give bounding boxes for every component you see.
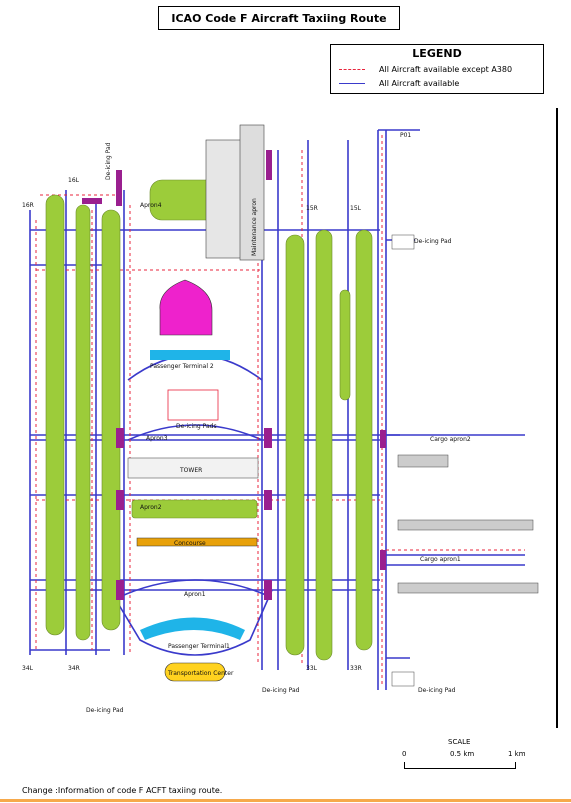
legend-label-a380: All Aircraft available except A380 — [379, 65, 513, 74]
runway-16l-34r — [75, 204, 91, 641]
label-34r: 34R — [68, 665, 80, 672]
scale-bar: SCALE 0 0.5 km 1 km — [396, 738, 526, 772]
label-deicing-central: De-icing Pads — [176, 423, 217, 430]
label-33l: 33L — [306, 665, 318, 672]
label-cargo2: Cargo apron2 — [430, 436, 471, 443]
legend-label-all: All Aircraft available — [379, 79, 460, 88]
label-deicing-s: De-icing Pad — [262, 687, 300, 694]
label-33r: 33R — [350, 665, 362, 672]
tower-building — [127, 457, 259, 479]
label-cargo1: Cargo apron1 — [420, 556, 461, 563]
runway-strips — [45, 179, 373, 661]
scale-05: 0.5 km — [450, 750, 475, 758]
map-labels: 16R 16L 15R 15L 34L 34R 33L 33R Apron4 A… — [22, 132, 471, 714]
footer-note: Change :Information of code F ACFT taxii… — [22, 786, 223, 795]
label-deicing-ne: De-icing Pad — [414, 238, 452, 245]
label-maintenance: Maintenance apron — [251, 198, 258, 256]
runway-15l-33r — [355, 229, 373, 651]
runway-16r-34l — [45, 194, 65, 636]
buildings — [127, 124, 539, 687]
holding-points — [82, 150, 386, 600]
label-15r: 15R — [306, 205, 318, 212]
label-apron3: Apron3 — [146, 435, 168, 442]
label-tower: TOWER — [179, 467, 202, 474]
label-15l: 15L — [350, 205, 362, 212]
label-16l: 16L — [68, 177, 80, 184]
label-p01: P01 — [400, 132, 411, 139]
runway-15r-33l — [315, 229, 333, 661]
scale-0: 0 — [402, 750, 407, 758]
label-deicing-sw: De-icing Pad — [86, 707, 124, 714]
label-apron1: Apron1 — [184, 591, 206, 598]
scale-1: 1 km — [508, 750, 526, 758]
label-terminal1: Passenger Terminal1 — [168, 643, 230, 650]
label-deicing-se: De-icing Pad — [418, 687, 456, 694]
concourse-building — [136, 537, 258, 547]
map-title: ICAO Code F Aircraft Taxiing Route — [158, 6, 400, 30]
frame-line — [556, 108, 558, 728]
legend: LEGEND All Aircraft available except A38… — [330, 44, 544, 94]
label-concourse: Concourse — [174, 540, 206, 547]
label-apron4: Apron4 — [140, 202, 162, 209]
terminal1-pier — [140, 617, 245, 640]
label-terminal2: Passenger Terminal 2 — [150, 363, 214, 370]
dashed-red-line-icon — [339, 69, 365, 70]
legend-title: LEGEND — [412, 47, 462, 60]
scale-line — [404, 762, 516, 769]
terminal2-pier — [150, 350, 230, 360]
legend-item-all: All Aircraft available — [339, 79, 459, 88]
terminal2-building — [159, 279, 213, 336]
label-transport: Transportation Center — [167, 670, 234, 677]
footer-line — [0, 799, 571, 802]
label-16r: 16R — [22, 202, 34, 209]
label-apron2: Apron2 — [140, 504, 162, 511]
solid-blue-line-icon — [339, 83, 365, 84]
scale-title: SCALE — [448, 738, 471, 746]
transport-center — [164, 662, 226, 682]
airport-map: 16R 16L 15R 15L 34L 34R 33L 33R Apron4 A… — [22, 124, 539, 714]
maintenance-hangars — [205, 139, 245, 259]
label-deicing-n: De-icing Pad — [105, 142, 112, 180]
label-34l: 34L — [22, 665, 34, 672]
legend-item-a380: All Aircraft available except A380 — [339, 65, 512, 74]
